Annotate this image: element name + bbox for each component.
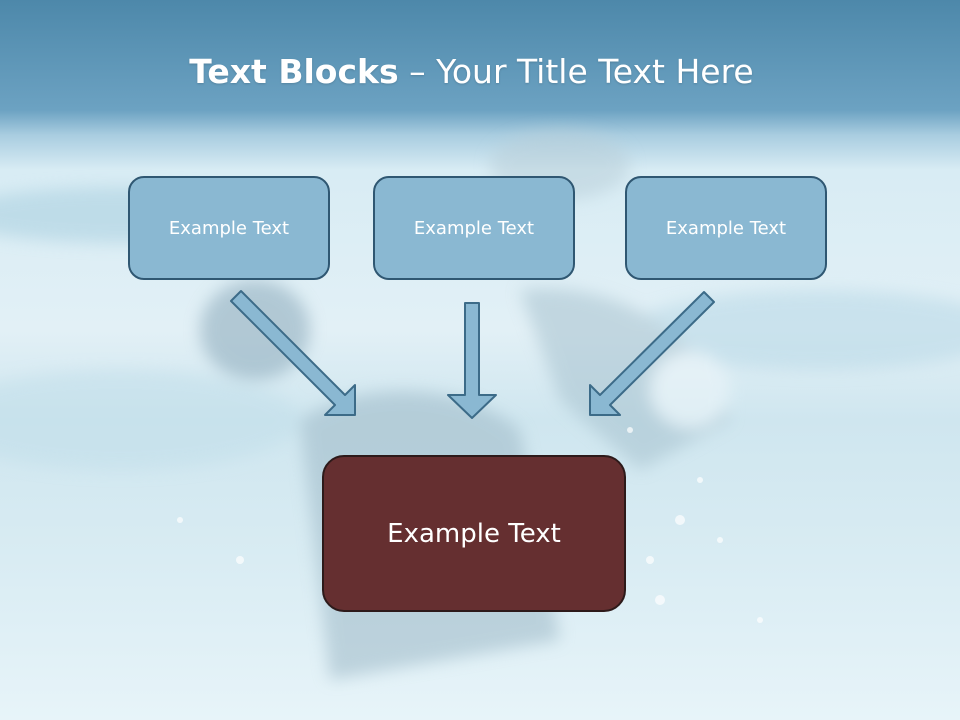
slide-title: Text Blocks – Your Title Text Here — [0, 52, 943, 91]
arrow-left-icon — [230, 290, 356, 416]
text-block-top-2[interactable]: Example Text — [373, 176, 575, 280]
arrow-right-icon — [589, 291, 715, 416]
text-block-bottom[interactable]: Example Text — [322, 455, 626, 612]
arrow-down-icon — [447, 302, 497, 419]
text-block-top-1[interactable]: Example Text — [128, 176, 330, 280]
title-bold: Text Blocks — [189, 52, 399, 91]
text-block-top-3[interactable]: Example Text — [625, 176, 827, 280]
title-rest: – Your Title Text Here — [398, 52, 754, 91]
